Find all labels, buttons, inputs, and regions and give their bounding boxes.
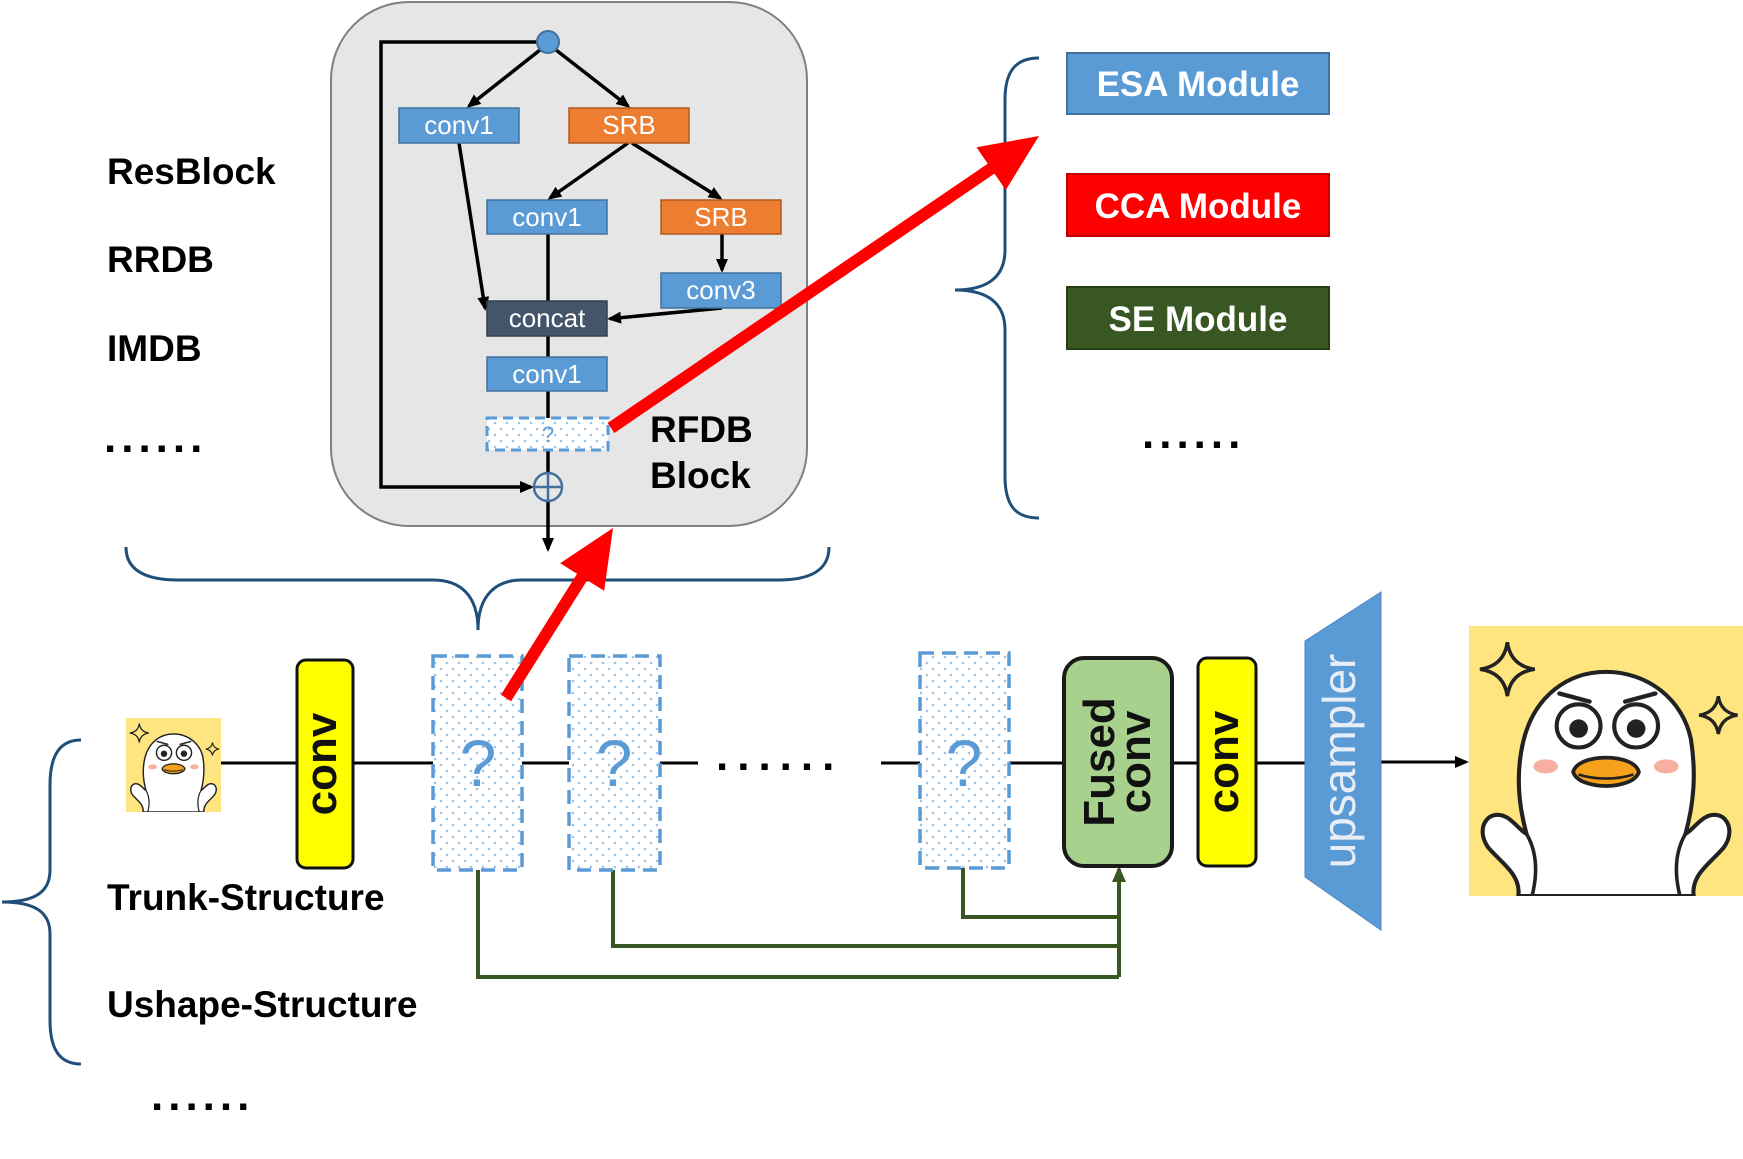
block-slot-1-label: ? — [460, 726, 497, 800]
structure-brace — [1, 738, 82, 1066]
node-conv1-mid: conv1 — [486, 199, 608, 235]
se-module-label: SE Module — [1109, 300, 1288, 339]
node-srb-top-box — [568, 107, 690, 144]
node-srb-top-label: SRB — [602, 110, 655, 140]
fused-conv-box — [1062, 656, 1174, 868]
node-srb-mid-box — [660, 199, 782, 235]
attention-brace — [954, 56, 1040, 520]
node-conv1-mid-label: conv1 — [512, 202, 581, 232]
input-duck-image — [126, 718, 221, 812]
esa-module-label: ESA Module — [1097, 65, 1300, 104]
upsampler-shape — [1304, 591, 1382, 931]
conv-out-box — [1196, 656, 1258, 868]
block-brace — [124, 546, 831, 631]
node-concat: concat — [486, 300, 608, 337]
edge-srb-to-conv1 — [547, 141, 630, 200]
block-slot-3-box — [918, 651, 1011, 870]
edge-split-to-conv1 — [466, 48, 542, 108]
output-duck-image — [1469, 626, 1743, 896]
conv-out-label: conv — [1199, 710, 1248, 813]
block-option-imdb: IMDB — [107, 328, 202, 369]
block-slot-2-label: ? — [596, 726, 633, 800]
esa-module: ESA Module — [1066, 52, 1330, 115]
upsampler-label: upsampler — [1313, 654, 1365, 869]
trunk-ellipsis: ...... — [716, 731, 843, 780]
node-conv1-mid-box — [486, 199, 608, 235]
block-slot-3-label: ? — [946, 726, 983, 800]
se-module-box — [1066, 286, 1330, 350]
node-conv1-bottom-label: conv1 — [512, 359, 581, 389]
edge-split-to-srb — [554, 48, 631, 108]
block-option-resblock: ResBlock — [107, 151, 276, 192]
node-conv3: conv3 — [660, 272, 782, 309]
rfdb-block-title-line2: Block — [650, 455, 751, 496]
se-module: SE Module — [1066, 286, 1330, 350]
block-slot-2-box — [567, 654, 662, 872]
block-option-ellipsis: ...... — [104, 413, 207, 462]
node-attention-slot-box — [485, 416, 610, 452]
attention-option-ellipsis: ...... — [1142, 409, 1245, 458]
rfdb-block-title-line1: RFDB — [650, 409, 753, 450]
edge-conv3-to-concat — [607, 306, 723, 324]
edge-conv1-to-concat — [457, 142, 490, 311]
node-conv3-box — [660, 272, 782, 309]
node-concat-box — [486, 300, 608, 337]
node-conv1-top-box — [398, 107, 520, 144]
block-option-rrdb: RRDB — [107, 239, 214, 280]
edge-srb-to-srb — [631, 141, 723, 200]
fused-conv-label-line2: conv — [1111, 710, 1160, 813]
dense-connection-block1 — [476, 870, 1119, 979]
cca-module-box — [1066, 173, 1330, 237]
upsampler-layer: upsampler — [1304, 591, 1382, 931]
node-conv1-top-label: conv1 — [424, 110, 493, 140]
node-srb-mid: SRB — [660, 199, 782, 235]
node-attention-slot-label: ? — [542, 422, 554, 447]
node-srb-mid-label: SRB — [694, 202, 747, 232]
cca-module-label: CCA Module — [1095, 187, 1302, 226]
conv-in-label: conv — [297, 712, 346, 815]
sum-node — [532, 471, 564, 503]
dense-connection-block3 — [961, 868, 1119, 919]
node-conv1-top: conv1 — [398, 107, 520, 144]
block-slot-2: ? — [567, 654, 662, 872]
dense-connection-block2 — [611, 870, 1119, 948]
conv-in-box — [295, 658, 355, 870]
residual-skip-edge — [379, 40, 537, 493]
split-node — [536, 30, 560, 54]
cca-module: CCA Module — [1066, 173, 1330, 237]
highlight-arrow-slot-to-modules — [607, 136, 1039, 433]
node-conv1-bottom: conv1 — [486, 356, 608, 392]
node-srb-top: SRB — [568, 107, 690, 144]
fused-conv-label-line1: Fused — [1075, 697, 1124, 827]
esa-module-box — [1066, 52, 1330, 115]
conv-out-layer: conv — [1196, 656, 1258, 868]
structure-option-ellipsis: ...... — [151, 1071, 254, 1120]
conv-in-layer: conv — [295, 658, 355, 870]
node-conv1-bottom-box — [486, 356, 608, 392]
node-conv3-label: conv3 — [686, 275, 755, 305]
structure-option-trunk: Trunk-Structure — [107, 877, 385, 918]
node-concat-label: concat — [509, 303, 586, 333]
node-attention-slot: ? — [485, 416, 610, 452]
fused-conv-layer: Fused conv — [1062, 656, 1174, 868]
block-slot-3: ? — [918, 651, 1011, 870]
structure-option-ushape: Ushape-Structure — [107, 984, 417, 1025]
highlight-arrow-block-to-rfdb — [500, 527, 614, 702]
